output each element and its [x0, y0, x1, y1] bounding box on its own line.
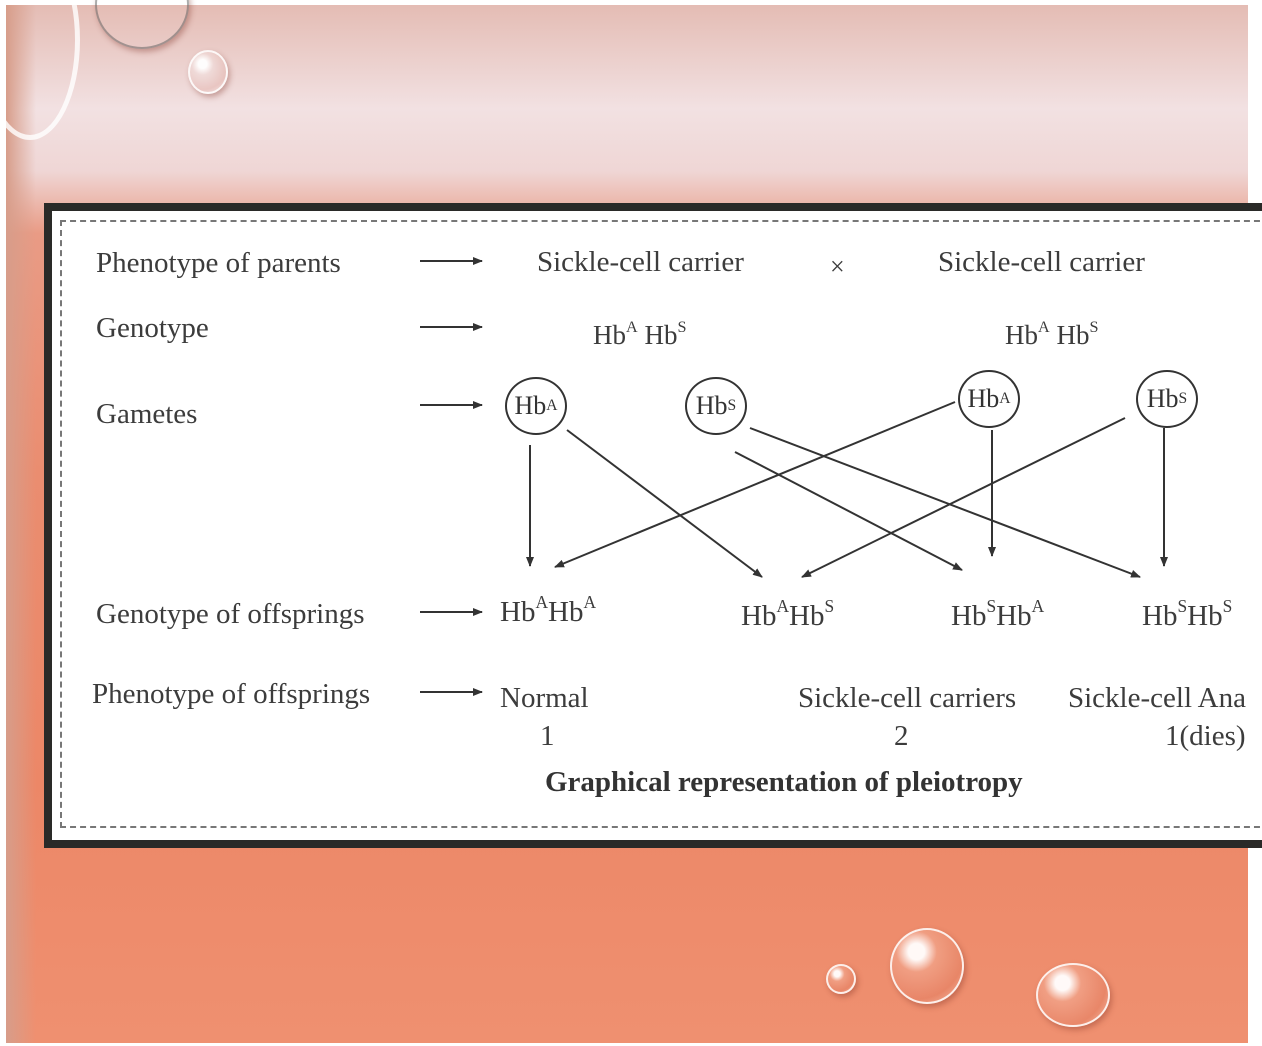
- offspring-genotype-2: HbAHbS: [741, 595, 835, 632]
- phenotype-normal: Normal: [500, 682, 589, 714]
- background-shading: [6, 5, 36, 1043]
- bubble-decoration: [890, 928, 964, 1004]
- left-parent-phenotype: Sickle-cell carrier: [537, 246, 744, 278]
- bubble-decoration: [1036, 963, 1110, 1027]
- bubble-decoration: [826, 964, 856, 994]
- diagram-caption: Graphical representation of pleiotropy: [545, 766, 1023, 798]
- phenotype-anaemia-count: 1(dies): [1165, 720, 1246, 752]
- row-label-offspring-phenotype: Phenotype of offsprings: [92, 678, 371, 710]
- offspring-genotype-4: HbSHbS: [1142, 595, 1233, 632]
- bubble-decoration: [0, 0, 80, 140]
- right-parent-phenotype: Sickle-cell carrier: [938, 246, 1145, 278]
- row-label-genotype: Genotype: [96, 312, 209, 344]
- gamete-arrow: [801, 417, 1126, 578]
- offspring-genotype-3: HbSHbA: [951, 595, 1045, 632]
- gamete-arrow: [734, 451, 963, 571]
- row-label-offspring-genotype: Genotype of offsprings: [96, 598, 365, 630]
- gamete-arrow: [566, 429, 763, 578]
- phenotype-carriers-count: 2: [894, 720, 909, 752]
- dashed-border: [60, 220, 1262, 828]
- row-label-parents-phenotype: Phenotype of parents: [96, 247, 341, 279]
- phenotype-anaemia: Sickle-cell Ana: [1068, 682, 1246, 714]
- row-label-gametes: Gametes: [96, 398, 198, 430]
- left-parent-genotype: HbA HbS: [593, 317, 687, 350]
- right-parent-genotype: HbA HbS: [1005, 317, 1099, 350]
- bubble-decoration: [188, 50, 228, 94]
- phenotype-normal-count: 1: [540, 720, 555, 752]
- cross-symbol: ×: [830, 252, 845, 281]
- phenotype-carriers: Sickle-cell carriers: [798, 682, 1017, 714]
- gamete-arrow: [749, 427, 1141, 578]
- gamete-arrow: [554, 401, 956, 568]
- offspring-genotype-1: HbAHbA: [500, 591, 597, 628]
